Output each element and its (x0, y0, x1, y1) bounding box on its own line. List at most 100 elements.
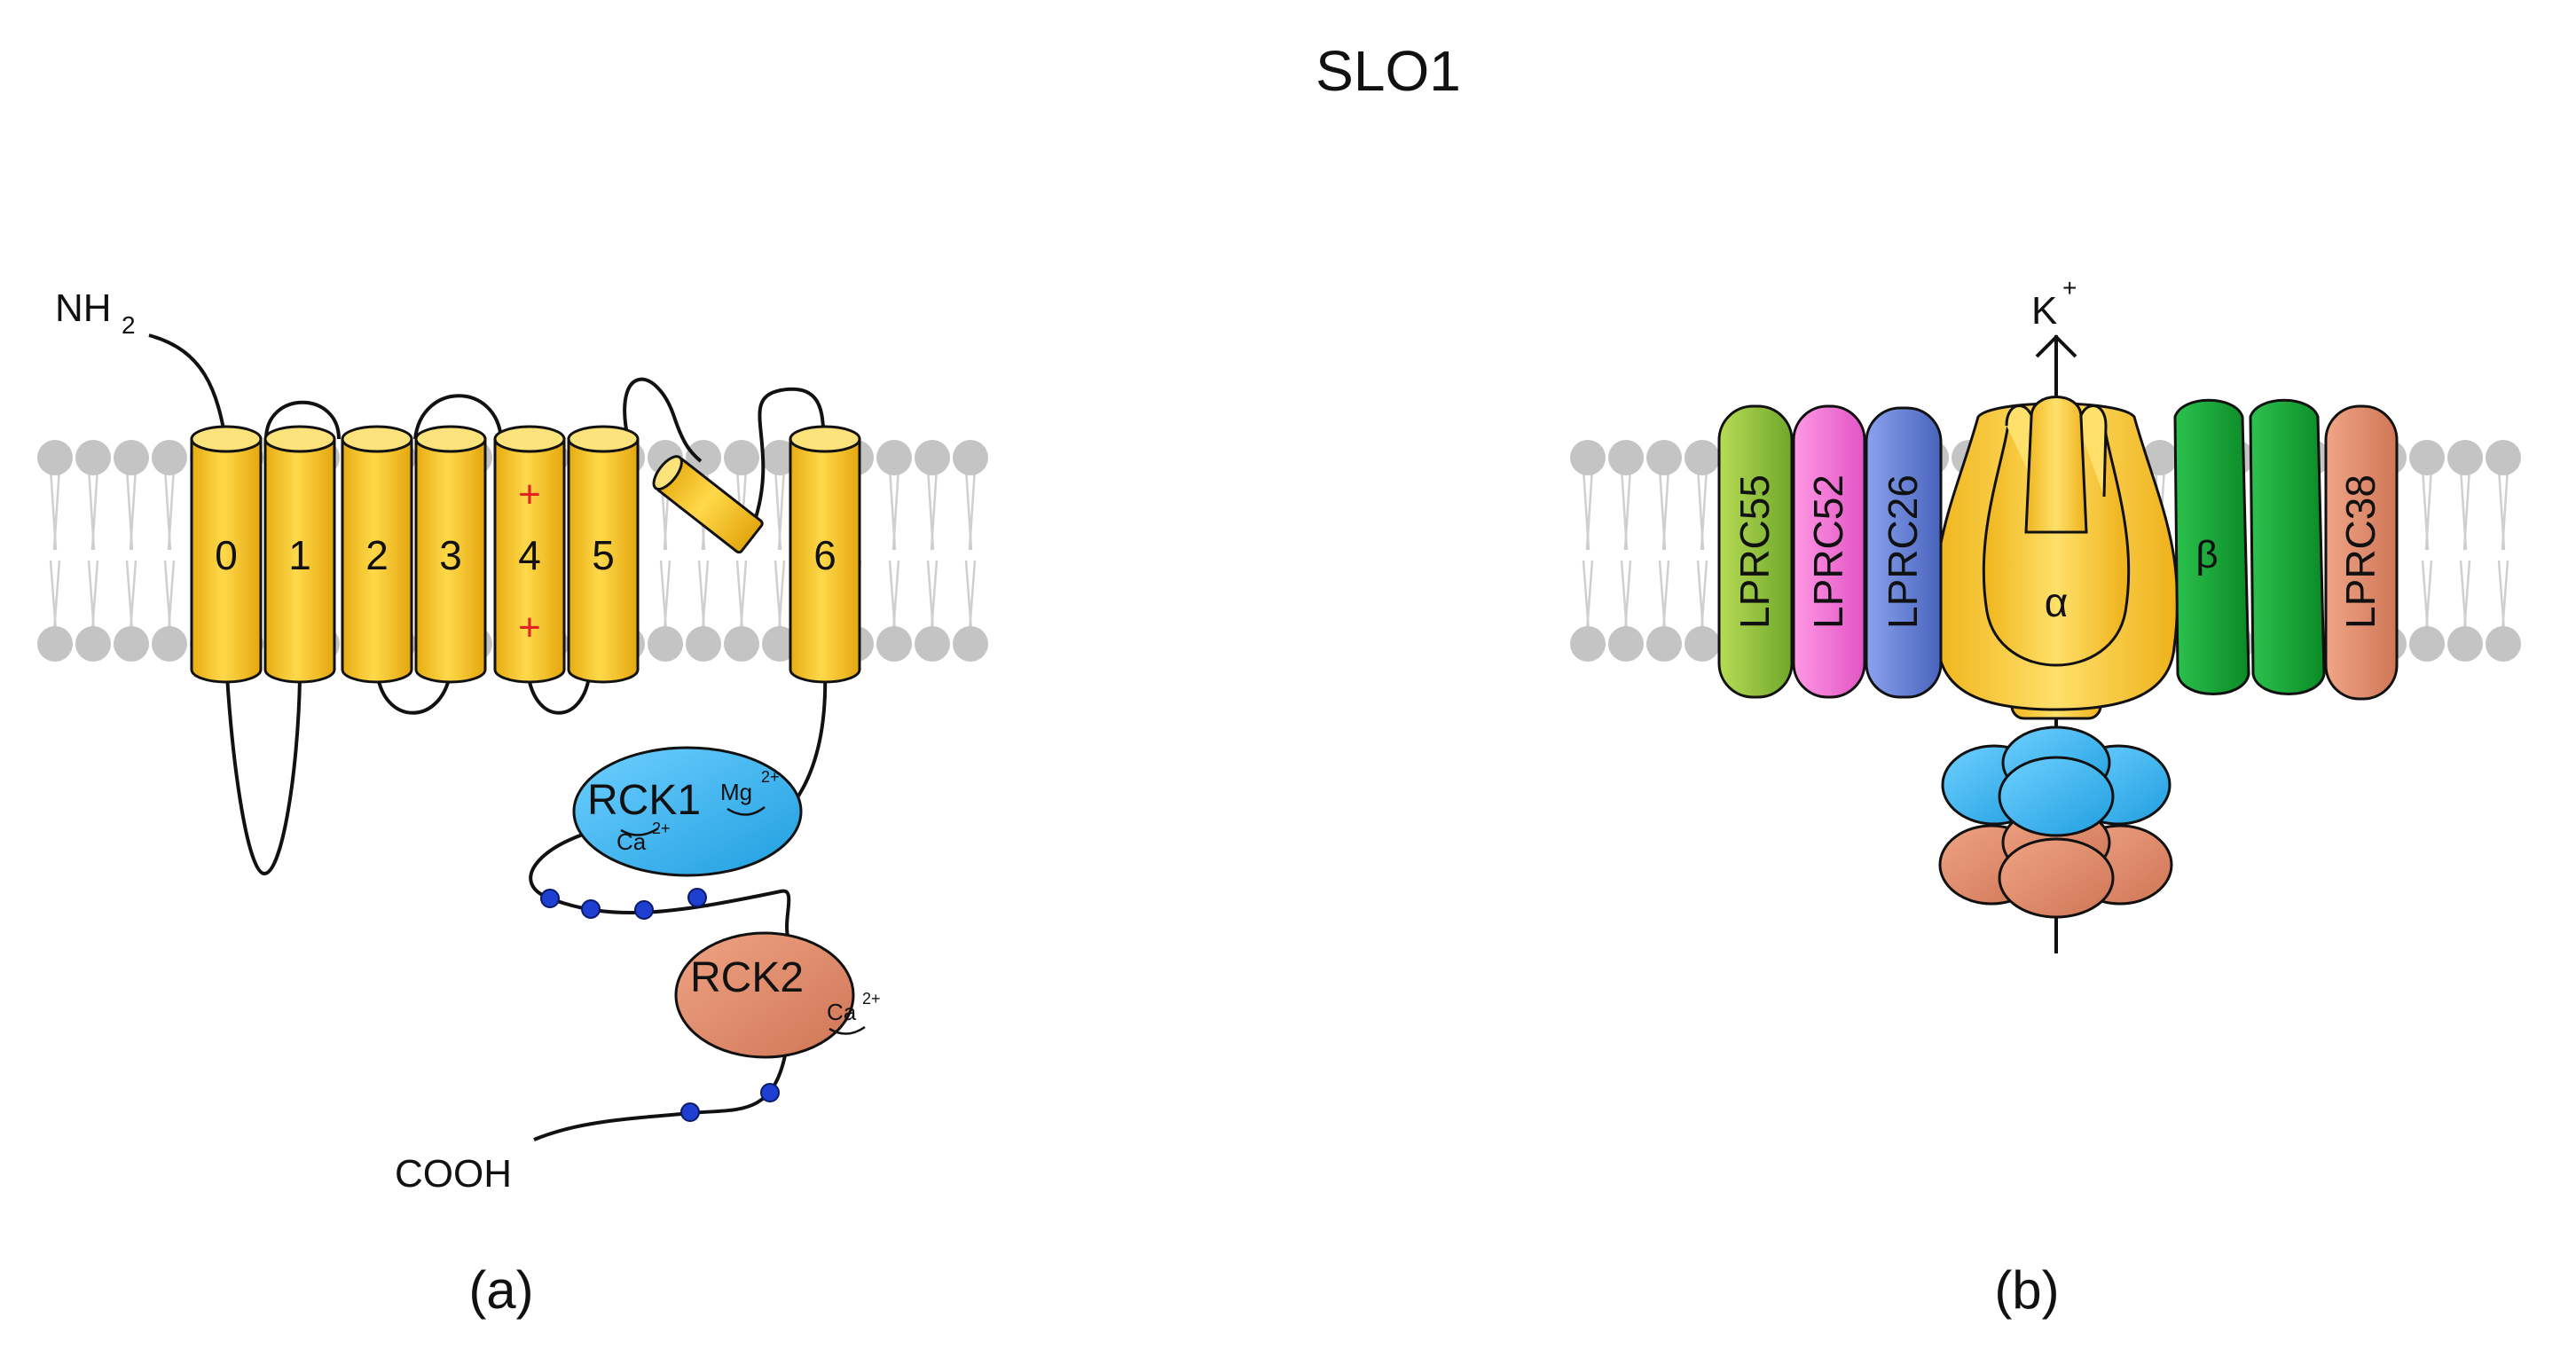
rck1-ca-pocket (620, 827, 659, 836)
linker-beads (540, 888, 780, 1122)
segment-label: 1 (288, 532, 311, 578)
lipid-head (1570, 626, 1606, 662)
lipid-head (724, 440, 759, 475)
lipid-head (762, 626, 797, 662)
lipid-tail (90, 467, 99, 551)
lipid-tail (968, 560, 977, 632)
lipid-head (876, 626, 912, 662)
lipid-head (1570, 440, 1606, 475)
lipid-tail (167, 467, 176, 551)
lipid-head (1608, 440, 1644, 475)
loop-s3-s4 (413, 394, 503, 440)
loop-s0-s1 (224, 660, 302, 876)
bead (540, 889, 560, 908)
lipid-head (686, 626, 721, 662)
lipid-tail (90, 560, 99, 632)
lipid-tail (1661, 560, 1670, 632)
segment-label: 2 (365, 532, 389, 578)
rck2-ca-site: Ca (827, 999, 857, 1025)
lipid-head (2486, 440, 2521, 475)
bead (634, 900, 654, 920)
segment-s3: 3 (414, 425, 487, 684)
lipid-tail (777, 467, 786, 551)
lprc38-subunit: LPRC38 (2324, 404, 2399, 701)
lipid-head (915, 626, 950, 662)
subunit-lprc26-label: LPRC26 (1880, 475, 1926, 629)
lipid-tail (1585, 467, 1594, 551)
rck2-lobe (1998, 837, 2115, 919)
lipid-tail (663, 560, 671, 632)
lprc52-subunit: LPRC52 (1792, 404, 1866, 699)
lipid-tail (891, 467, 900, 551)
k-efflux-arrow (2035, 334, 2077, 358)
lipid-head (2447, 626, 2483, 662)
lipid-tail (2501, 467, 2509, 551)
loop-s5-helix (623, 377, 703, 463)
rck2-label: RCK2 (690, 954, 804, 1001)
lipid-head (75, 440, 111, 475)
lipid-head (152, 626, 187, 662)
subunit-lprc38-label: LPRC38 (2337, 475, 2384, 629)
loop-s2-s3 (375, 669, 452, 715)
loop-s4-s5 (526, 669, 592, 715)
lipid-tail (1585, 560, 1594, 632)
lipid-tail (1623, 467, 1632, 551)
segment-label: 3 (439, 532, 462, 578)
lipid-head (2409, 626, 2445, 662)
lipid-tail (129, 467, 137, 551)
segment-label: 5 (592, 532, 615, 578)
lipid-head (762, 440, 797, 475)
rck1-lobe (1998, 756, 2115, 837)
rck1-ca-site: Ca (617, 828, 647, 855)
lipid-head (2142, 440, 2178, 475)
subunit-lprc55-label: LPRC55 (1732, 475, 1778, 629)
rck1-domain: RCK1 Mg 2+ Ca 2+ (572, 746, 803, 877)
lipid-head (1685, 440, 1720, 475)
lprc26-subunit: LPRC26 (1865, 406, 1943, 699)
segment-s0: 0 (190, 425, 263, 684)
lipid-head (152, 440, 187, 475)
segment-label: 6 (813, 532, 836, 578)
subunit-lprc52-label: LPRC52 (1805, 475, 1851, 629)
lipid-head (648, 626, 683, 662)
lipid-tail (930, 467, 939, 551)
lipid-head (1646, 440, 1682, 475)
rck2-domain: RCK2 Ca 2+ (674, 931, 881, 1059)
lipid-tail (930, 560, 939, 632)
lipid-head (2447, 440, 2483, 475)
linker-rck1-rck2 (529, 823, 791, 943)
lipid-tail (891, 560, 900, 632)
lipid-tail (739, 560, 748, 632)
lipid-head (1608, 626, 1644, 662)
lipid-tail (167, 560, 176, 632)
rck1-label: RCK1 (587, 777, 701, 824)
beta-subunit: β (2173, 398, 2326, 695)
lprc55-subunit: LPRC55 (1717, 404, 1794, 699)
gating-ring (1938, 725, 2173, 919)
lipid-tail (777, 560, 786, 632)
segment-label: 0 (215, 532, 238, 578)
lipid-head (75, 626, 111, 662)
charge-plus-bottom: + (518, 606, 541, 649)
lipid-tail (2424, 560, 2433, 632)
figure-title: SLO1 (1315, 39, 1461, 103)
bead (581, 899, 601, 919)
segment-s1: 1 (263, 425, 336, 684)
subunit-beta-label: β (2195, 533, 2218, 576)
protein-loops-a (148, 333, 828, 1141)
ion-charge: + (2062, 274, 2077, 302)
n-terminal-strand (148, 333, 228, 444)
lipid-tail (129, 560, 137, 632)
alpha-subunit (1933, 396, 2179, 720)
bead (687, 888, 707, 907)
lipid-head (1685, 626, 1720, 662)
panel-b: K + α LPRC55 LP (1570, 274, 2521, 1320)
lipid-tail (2462, 467, 2471, 551)
segment-label: 4 (518, 532, 541, 578)
lipid-head (686, 440, 721, 475)
rck1-mg-pocket (726, 806, 766, 816)
rck1-mg-charge: 2+ (761, 768, 780, 786)
lipid-head (114, 626, 149, 662)
